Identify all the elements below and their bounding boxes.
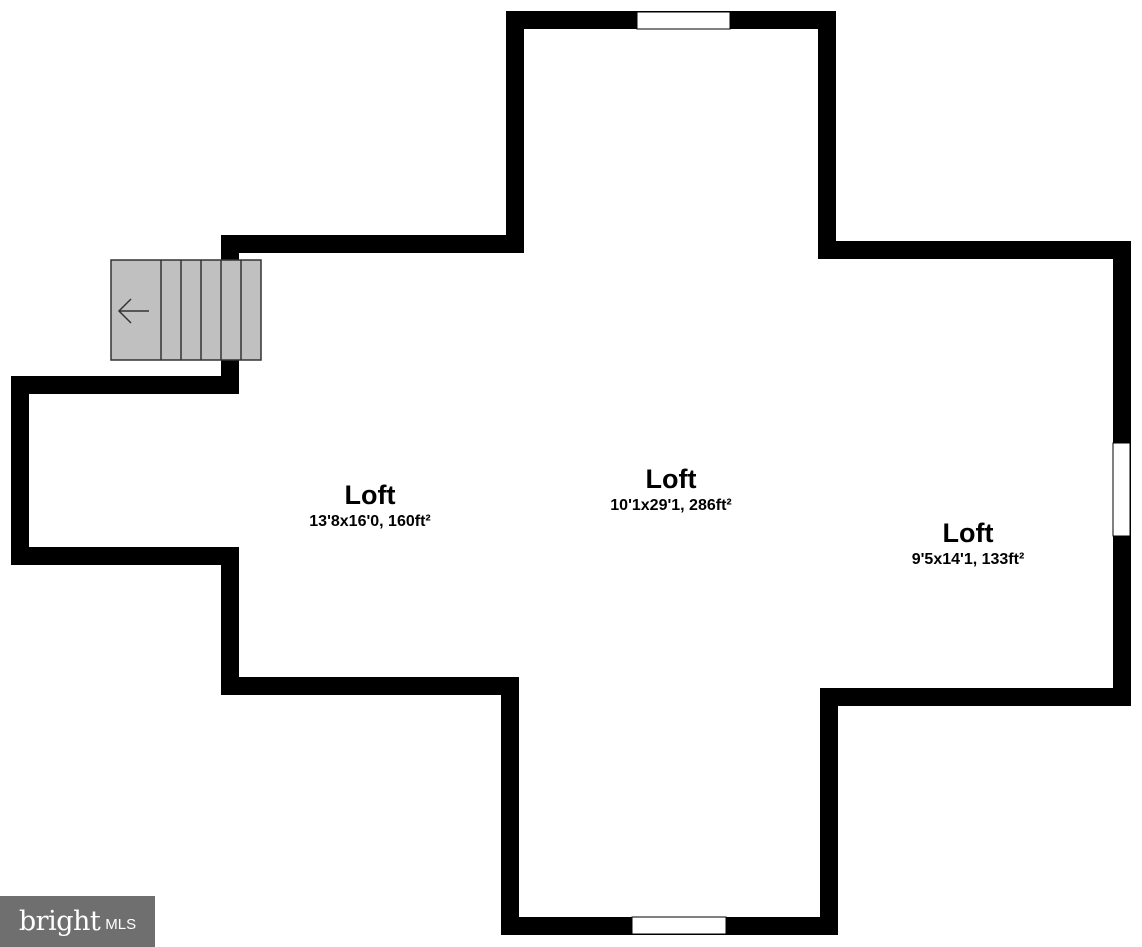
room-name: Loft <box>645 464 697 494</box>
arrow-left-icon <box>117 298 149 324</box>
watermark-suffix: MLS <box>105 916 137 933</box>
room-label-loft-east: Loft 9'5x14'1, 133ft² <box>912 517 1025 571</box>
floor-plan-walls <box>11 11 1131 935</box>
watermark-brand: bright <box>18 906 101 937</box>
window-bottom <box>631 916 727 935</box>
room-dimensions: 9'5x14'1, 133ft² <box>911 551 1025 568</box>
window-right <box>1112 442 1131 537</box>
window-top <box>636 11 731 30</box>
room-label-loft-west: Loft 13'8x16'0, 160ft² <box>309 479 430 533</box>
room-dimensions: 10'1x29'1, 286ft² <box>610 497 732 514</box>
room-name: Loft <box>942 518 994 548</box>
staircase <box>110 259 262 361</box>
room-dimensions: 13'8x16'0, 160ft² <box>309 513 431 530</box>
bright-mls-watermark: bright MLS <box>0 896 155 947</box>
room-label-loft-center: Loft 10'1x29'1, 286ft² <box>610 463 731 517</box>
room-name: Loft <box>344 480 396 510</box>
